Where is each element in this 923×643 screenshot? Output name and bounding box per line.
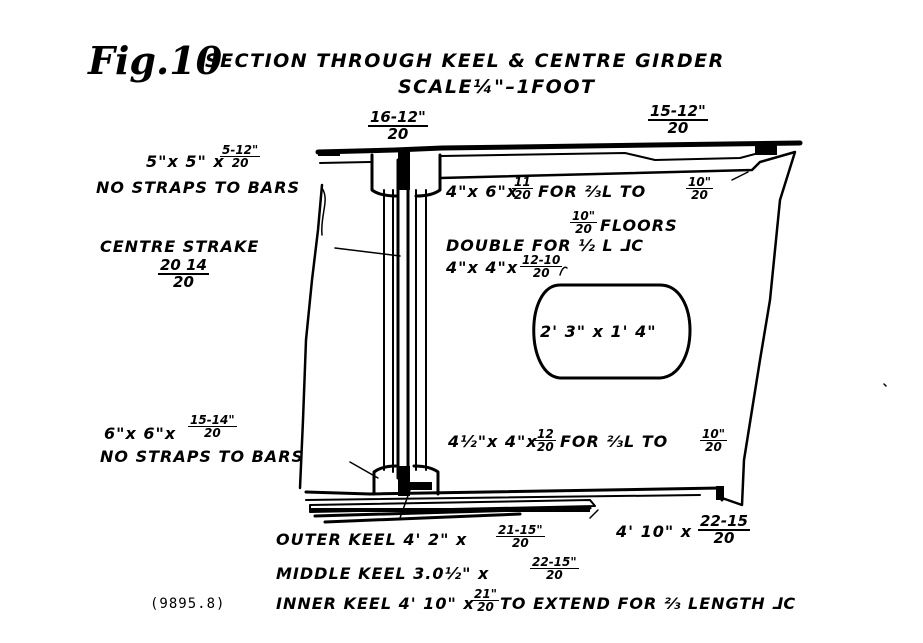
bottom-bar-right <box>412 464 440 496</box>
top-angle-fraction: 11 20 <box>512 176 533 201</box>
outer-keel-label: OUTER KEEL 4' 2" x <box>276 530 468 549</box>
tank-top-plate <box>315 140 803 155</box>
fraction-denominator: 20 <box>575 222 592 236</box>
fraction-numerator: 16-12" <box>368 108 428 127</box>
figure-heading: SECTION THROUGH KEEL & CENTRE GIRDER <box>205 50 725 72</box>
floor-plate-outline <box>438 150 797 507</box>
bottom-bar-left <box>372 464 398 496</box>
centre-strake-fraction: 20 14 20 <box>158 258 209 290</box>
double-label: DOUBLE FOR ½ L ⅃C <box>446 236 645 255</box>
inner-keel-fraction: 21" 20 <box>472 588 499 613</box>
no-straps-top-label: NO STRAPS TO BARS <box>96 178 301 197</box>
middle-keel-label: MIDDLE KEEL 3.0½" x <box>276 564 490 583</box>
bottom-bar-size: 6"x 6"x <box>104 424 177 443</box>
fraction-denominator: 20 <box>691 188 708 202</box>
figure-number: Fig.10 <box>88 38 223 83</box>
fraction-denominator: 20 <box>713 529 735 547</box>
fraction-denominator: 20 <box>387 125 409 143</box>
bottom-angle-extent: FOR ⅔L TO <box>560 432 669 451</box>
inner-keel <box>323 512 522 524</box>
inner-keel-label: INNER KEEL 4' 10" x <box>276 594 475 613</box>
fraction-denominator: 20 <box>545 568 563 582</box>
mid-angle-fraction: 12-10 20 <box>520 253 563 280</box>
lightening-hole-size: 2' 3" x 1' 4" <box>540 322 657 341</box>
fraction-numerator: 15-14" <box>188 413 237 427</box>
top-angle-extent: FOR ⅔L TO <box>538 182 647 201</box>
top-angle-fraction-2: 10" 20 <box>686 176 713 201</box>
reference-number: (9895.8) <box>150 596 226 612</box>
fraction-denominator: 20 <box>705 440 722 454</box>
fraction-numerator: 21-15" <box>496 523 545 537</box>
fraction-denominator: 20 <box>537 440 554 454</box>
top-right-dimension: 15-12" 20 <box>648 104 708 136</box>
fraction-numerator: 12-10 <box>520 253 563 267</box>
top-bar-fraction: 5-12" 20 <box>220 143 261 170</box>
bottom-angle-fraction-2: 10" 20 <box>700 428 727 453</box>
fraction-numerator: 5-12" <box>220 143 261 157</box>
top-angle-size: 4"x 6"x <box>446 182 519 201</box>
fraction-numerator: 12 <box>535 427 556 441</box>
figure-scale: SCALE¼"–1FOOT <box>398 76 596 98</box>
fraction-denominator: 20 <box>203 426 221 440</box>
no-straps-bottom-label: NO STRAPS TO BARS <box>100 447 305 466</box>
bottom-plate-size: 4' 10" x <box>616 522 693 541</box>
top-centre-dimension: 16-12" 20 <box>368 110 428 142</box>
inner-keel-extent: TO EXTEND FOR ⅔ LENGTH ⅃C <box>500 594 797 613</box>
fraction-numerator: 15-12" <box>648 102 708 121</box>
fraction-numerator: 11 <box>512 175 533 189</box>
fraction-numerator: 10" <box>700 427 727 441</box>
left-plate-outline <box>298 183 324 490</box>
top-bar-size: 5"x 5" x <box>146 152 225 171</box>
fraction-denominator: 20 <box>532 266 550 280</box>
outer-keel-fraction: 21-15" 20 <box>496 524 545 549</box>
fraction-numerator: 10" <box>686 175 713 189</box>
fraction-numerator: 22-15 <box>698 512 750 531</box>
bottom-bar-fraction: 15-14" 20 <box>188 414 237 439</box>
lightening-hole <box>532 283 692 380</box>
floors-label: FLOORS <box>600 216 678 235</box>
top-bar-right <box>414 153 442 198</box>
floors-fraction: 10" 20 <box>570 210 597 235</box>
centre-girder <box>396 158 410 480</box>
middle-keel-fraction: 22-15" 20 <box>530 556 579 581</box>
fraction-denominator: 20 <box>511 536 529 550</box>
bottom-angle-size: 4½"x 4"x <box>448 432 538 451</box>
fraction-denominator: 20 <box>514 188 531 202</box>
top-bar-left <box>370 153 398 198</box>
centre-strake-label: CENTRE STRAKE <box>100 237 260 256</box>
bottom-plate-fraction: 22-15 20 <box>698 514 750 546</box>
fraction-denominator: 20 <box>173 273 194 291</box>
fraction-numerator: 22-15" <box>530 555 579 569</box>
bottom-angle-fraction: 12 20 <box>535 428 556 453</box>
fraction-denominator: 20 <box>477 600 494 614</box>
fraction-numerator: 20 14 <box>158 256 209 275</box>
fraction-denominator: 20 <box>667 119 689 137</box>
fraction-denominator: 20 <box>231 156 249 170</box>
fraction-numerator: 10" <box>570 209 597 223</box>
mid-angle-size: 4"x 4"x <box>446 258 519 277</box>
fraction-numerator: 21" <box>472 587 499 601</box>
